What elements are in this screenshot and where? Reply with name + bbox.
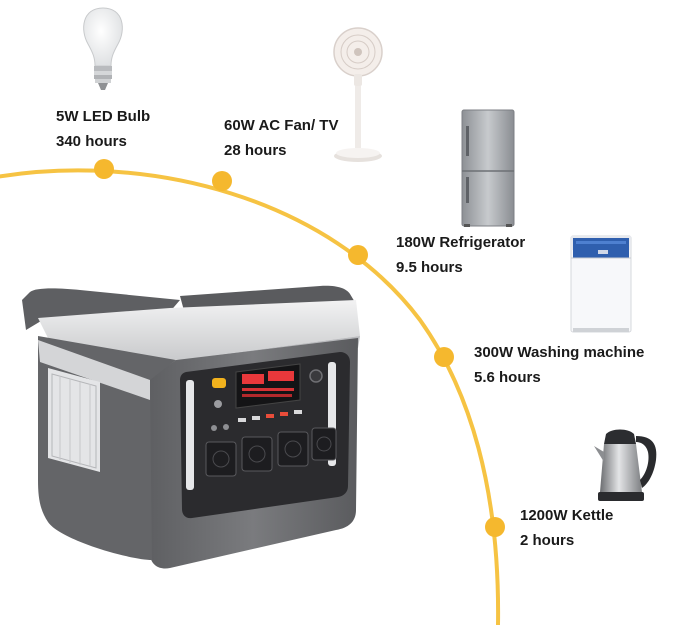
led-strip-left bbox=[186, 380, 194, 490]
curve-dot bbox=[434, 347, 454, 367]
lcd-display bbox=[235, 363, 301, 409]
side-vent bbox=[48, 368, 100, 472]
power-station bbox=[22, 285, 360, 569]
power-button bbox=[309, 369, 323, 383]
kettle-icon bbox=[594, 429, 657, 501]
light-bulb-icon bbox=[83, 7, 123, 90]
fan-icon bbox=[333, 27, 383, 162]
appliance-runtime: 2 hours bbox=[520, 532, 575, 549]
curve-dot bbox=[212, 171, 232, 191]
usb-ports bbox=[211, 410, 302, 431]
appliance-runtime: 5.6 hours bbox=[474, 369, 541, 386]
curve-dot bbox=[485, 517, 505, 537]
refrigerator-icon bbox=[461, 109, 515, 227]
dc-input-port bbox=[212, 378, 226, 388]
washing-machine-icon bbox=[570, 235, 632, 333]
appliance-name: 60W AC Fan/ TV bbox=[224, 117, 339, 134]
appliance-name: 5W LED Bulb bbox=[56, 108, 151, 125]
appliance-label-fan: 60W AC Fan/ TV 28 hours bbox=[224, 113, 338, 163]
appliance-label-kettle: 1200W Kettle 2 hours bbox=[520, 503, 613, 553]
appliance-label-bulb: 5W LED Bulb 340 hours bbox=[56, 104, 150, 154]
appliance-runtime: 28 hours bbox=[224, 142, 287, 159]
runtime-curve bbox=[0, 168, 501, 625]
curve-dot bbox=[94, 159, 114, 179]
appliance-runtime: 9.5 hours bbox=[396, 259, 463, 276]
appliance-runtime: 340 hours bbox=[56, 133, 127, 150]
appliance-name: 180W Refrigerator bbox=[396, 234, 526, 251]
appliance-label-refrigerator: 180W Refrigerator 9.5 hours bbox=[396, 230, 525, 280]
curve-dot bbox=[348, 245, 368, 265]
usb-port bbox=[214, 400, 222, 408]
appliance-name: 300W Washing machine bbox=[474, 344, 645, 361]
control-panel bbox=[180, 352, 350, 519]
appliance-name: 1200W Kettle bbox=[520, 507, 614, 524]
appliance-label-washing-machine: 300W Washing machine 5.6 hours bbox=[474, 340, 644, 390]
ac-outlets bbox=[205, 427, 337, 477]
